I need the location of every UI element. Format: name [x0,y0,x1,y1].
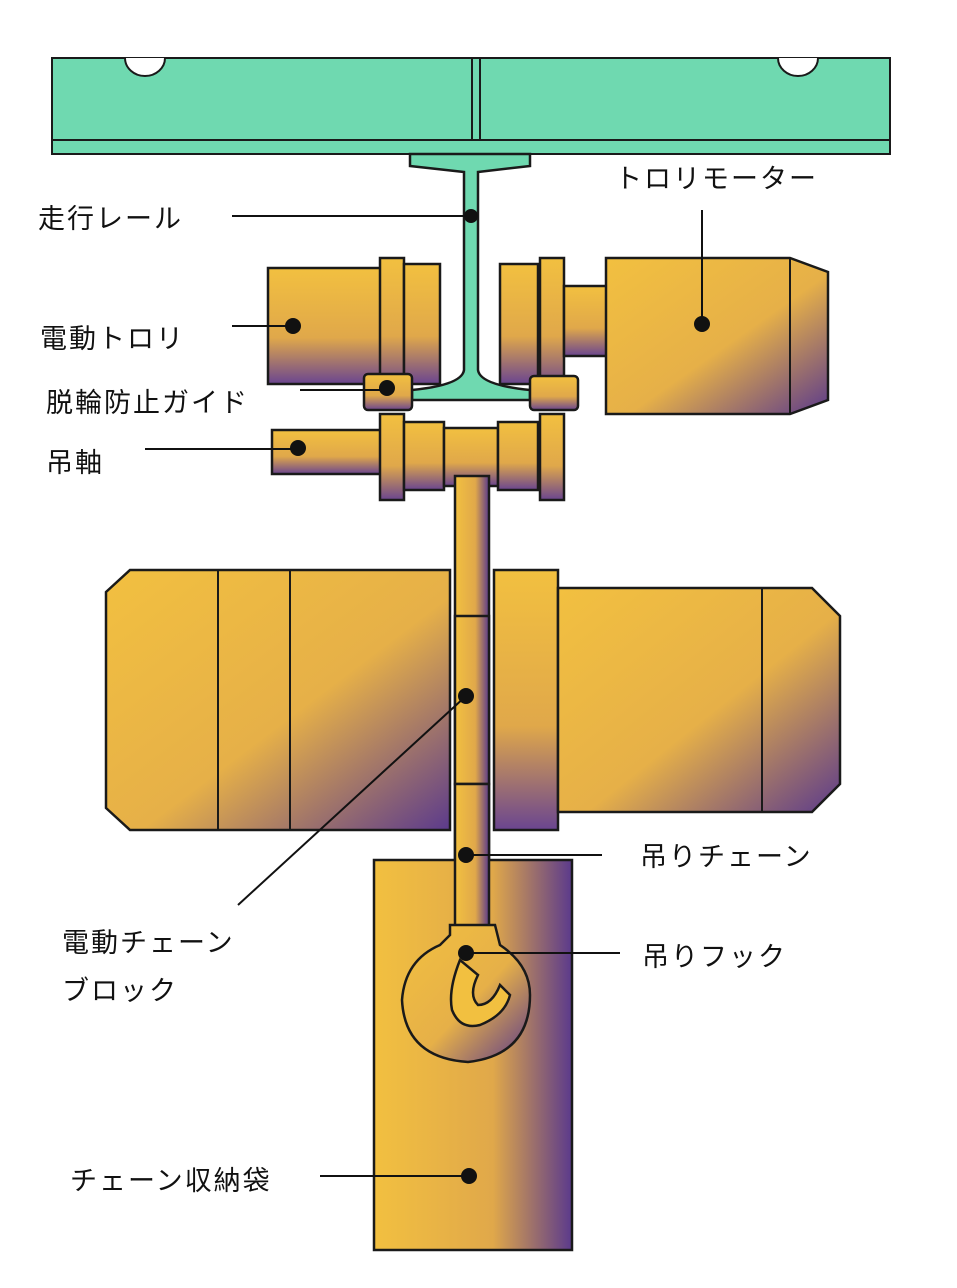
label-hook: 吊りフック [642,942,787,973]
label-chain-block-1: 電動チェーン [62,928,235,959]
trolley-motor [498,256,830,416]
electric-chain-block [104,568,842,832]
label-chain-block-2: ブロック [62,976,178,1007]
label-electric-trolley: 電動トロリ [40,324,185,355]
label-trolley-motor: トロリモーター [615,164,818,195]
hanging-shaft [270,412,566,502]
lifting-hook [400,923,532,1064]
label-lifting-chain: 吊りチェーン [640,842,813,873]
label-chain-bag: チェーン収納袋 [70,1166,272,1197]
label-rail: 走行レール [38,204,183,235]
label-hanging-shaft: 吊軸 [46,448,104,479]
derail-guide-right [528,374,580,412]
label-derail-guide: 脱輪防止ガイド [46,388,249,419]
electric-trolley [266,256,442,390]
overhead-beam [51,57,891,155]
leader-lines [145,209,710,1184]
